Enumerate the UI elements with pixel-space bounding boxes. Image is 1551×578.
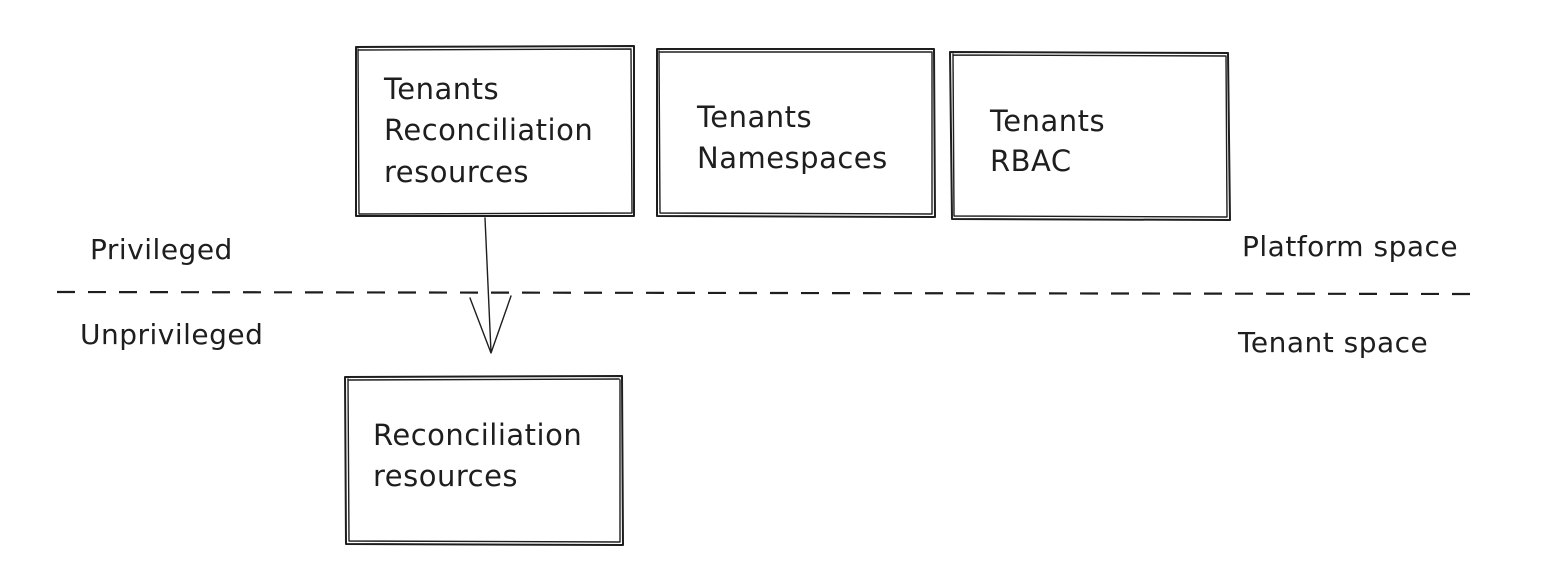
box-text-line: Tenants RBAC [989, 104, 1115, 178]
box-line-1: Tenants [383, 72, 499, 106]
box-text-line: Reconciliation resources [373, 418, 592, 493]
box-line-1: Tenants [696, 100, 812, 134]
label-privileged: Privileged [90, 233, 233, 266]
box-line-2: Reconciliation [384, 113, 593, 147]
arrow-connector [469, 217, 512, 354]
box-text-line: Tenants Reconciliation resources [383, 72, 603, 189]
box-text-line: Tenants Namespaces [696, 100, 888, 175]
box-line-1: Tenants [989, 104, 1105, 138]
label-tenant-space: Tenant space [1237, 326, 1428, 359]
box-line-1: Reconciliation [373, 418, 582, 452]
box-tenants-reconciliation-resources: Tenants Reconciliation resources [355, 45, 635, 217]
label-platform-space: Platform space [1242, 230, 1458, 263]
box-tenants-namespaces: Tenants Namespaces [656, 48, 936, 218]
label-unprivileged: Unprivileged [80, 318, 263, 351]
box-line-3: resources [384, 155, 529, 189]
box-tenants-rbac: Tenants RBAC [949, 51, 1231, 221]
box-line-2: Namespaces [697, 141, 888, 175]
box-reconciliation-resources: Reconciliation resources [344, 375, 624, 546]
box-line-2: RBAC [990, 144, 1072, 178]
privilege-boundary-line [56, 290, 1471, 296]
box-line-2: resources [373, 459, 518, 493]
